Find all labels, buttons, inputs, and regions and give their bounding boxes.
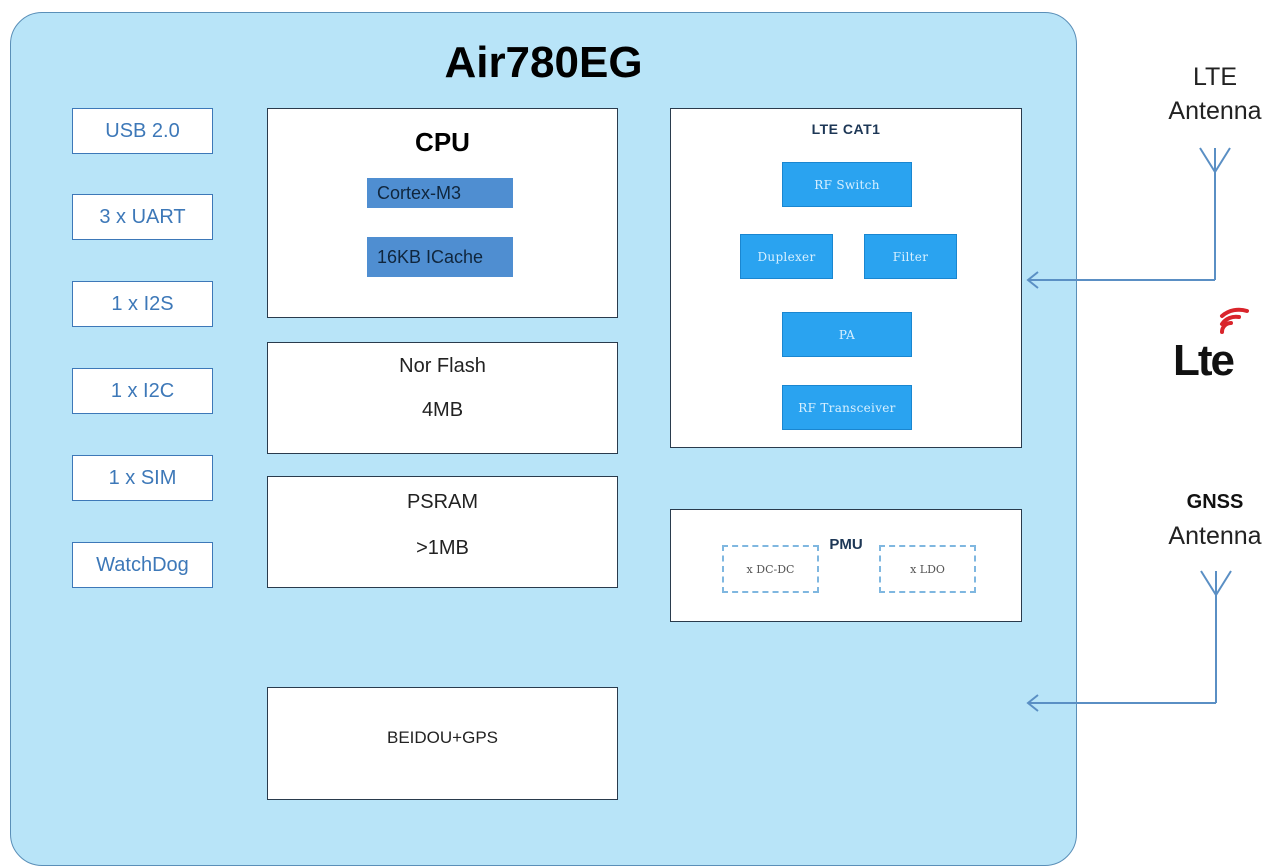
interface-usb: USB 2.0 [72,108,213,154]
lte-antenna-line2: Antenna [1168,97,1262,125]
pmu-title: PMU [829,536,863,553]
lte-logo-waves-icon [1220,307,1249,334]
filter: Filter [864,234,957,279]
interface-i2c: 1 x I2C [72,368,213,414]
gnss-antenna-line1: GNSS [1186,491,1244,513]
gnss-antenna-line2: Antenna [1168,522,1262,550]
lte-antenna-line1: LTE [1193,63,1237,91]
gnss-chip-block: BEIDOU+GPS [267,687,618,800]
lte-cat1-title: LTE CAT1 [811,121,881,137]
duplexer: Duplexer [740,234,833,279]
gnss-antenna-icon [1200,570,1232,703]
lte-logo: Lte [1173,336,1235,385]
lte-cat1-block: LTE CAT1 RF Switch Duplexer Filter PA RF… [670,108,1022,448]
pmu-block: PMU x DC-DC x LDO [670,509,1022,622]
rf-transceiver: RF Transceiver [782,385,912,430]
nor-flash-label: Nor Flash [399,355,486,377]
interface-watchdog: WatchDog [72,542,213,588]
psram-block: PSRAM >1MB [267,476,618,588]
interface-sim: 1 x SIM [72,455,213,501]
pmu-dcdc: x DC-DC [722,545,819,593]
gnss-chip-label: BEIDOU+GPS [386,728,498,747]
pmu-ldo: x LDO [879,545,976,593]
interface-i2s: 1 x I2S [72,281,213,327]
rf-switch: RF Switch [782,162,912,207]
gnss-antenna-label: GNSS Antenna [1148,483,1282,553]
interface-uart: 3 x UART [72,194,213,240]
cpu-cache: 16KB ICache [367,237,513,277]
cpu-core: Cortex-M3 [367,178,513,208]
cpu-block: CPU Cortex-M3 16KB ICache [267,108,618,318]
power-amplifier: PA [782,312,912,357]
psram-label: PSRAM [406,491,479,513]
psram-size: >1MB [416,537,469,559]
lte-antenna-label: LTE Antenna [1150,60,1280,128]
lte-antenna-icon [1199,147,1231,280]
nor-flash-block: Nor Flash 4MB [267,342,618,454]
module-title: Air780EG [444,38,643,87]
cpu-title: CPU [415,127,470,157]
nor-flash-size: 4MB [421,399,464,421]
